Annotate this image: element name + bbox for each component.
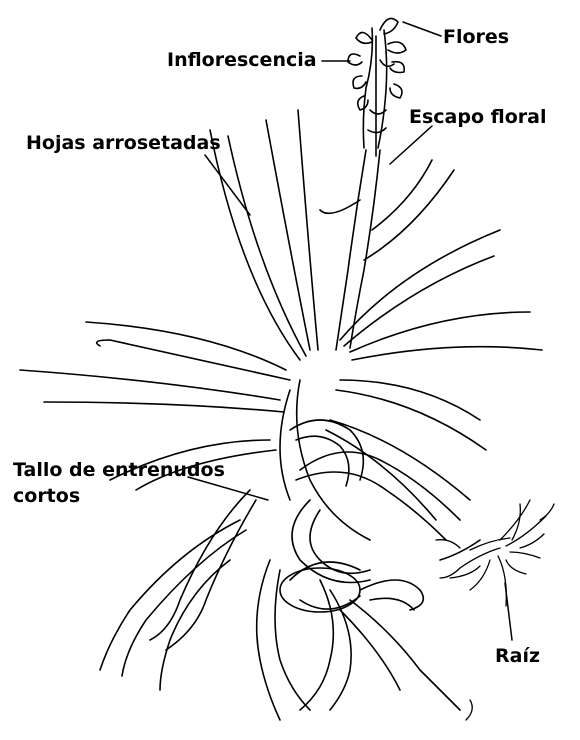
roots-drawing [436,500,554,720]
leader-flores [403,22,441,36]
label-flores: Flores [443,24,509,50]
label-hojas-arrosetadas: Hojas arrosetadas [26,130,221,156]
label-inflorescencia: Inflorescencia [167,47,317,73]
label-tallo: Tallo de entrenudos cortos [13,457,225,509]
label-tallo-line2: cortos [13,483,225,509]
label-raiz: Raíz [495,643,540,669]
leaves-drawing [20,110,542,720]
leader-raiz [505,583,512,640]
leader-hojas [205,155,250,215]
leader-escapo [390,126,432,164]
floral-scape-drawing [320,150,454,350]
inflorescence-drawing [348,18,406,156]
label-tallo-line1: Tallo de entrenudos [13,457,225,483]
label-escapo-floral: Escapo floral [409,104,546,130]
